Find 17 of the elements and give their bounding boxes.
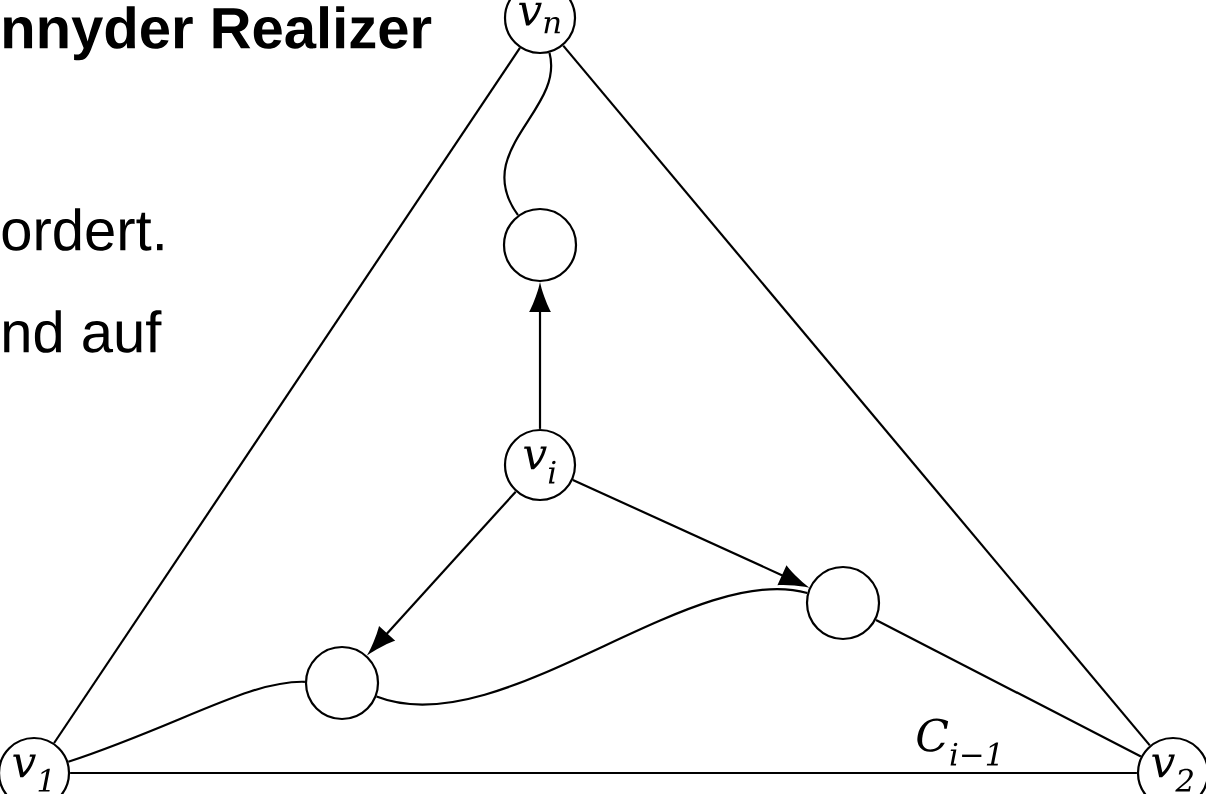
edge-line: [875, 619, 1142, 758]
empty-vertex-circle: [805, 565, 881, 641]
edge-line: [53, 47, 521, 744]
edge-line: [67, 680, 305, 763]
arrow: [529, 285, 551, 429]
edge-label: C$_{i−1}$: [914, 717, 1006, 767]
text-line: ordert.: [2, 208, 163, 251]
arrow: [368, 491, 517, 654]
text-line: nd auf: [4, 310, 162, 353]
arrow: [572, 478, 807, 587]
empty-vertex-circle: [502, 207, 578, 283]
empty-vertex-circle: [304, 645, 380, 721]
edge-line: [503, 52, 553, 216]
edge-line: [376, 588, 808, 706]
edge-line: [70, 771, 1137, 775]
edge-line: [562, 44, 1151, 747]
title: nnyder Realizer: [4, 6, 432, 61]
